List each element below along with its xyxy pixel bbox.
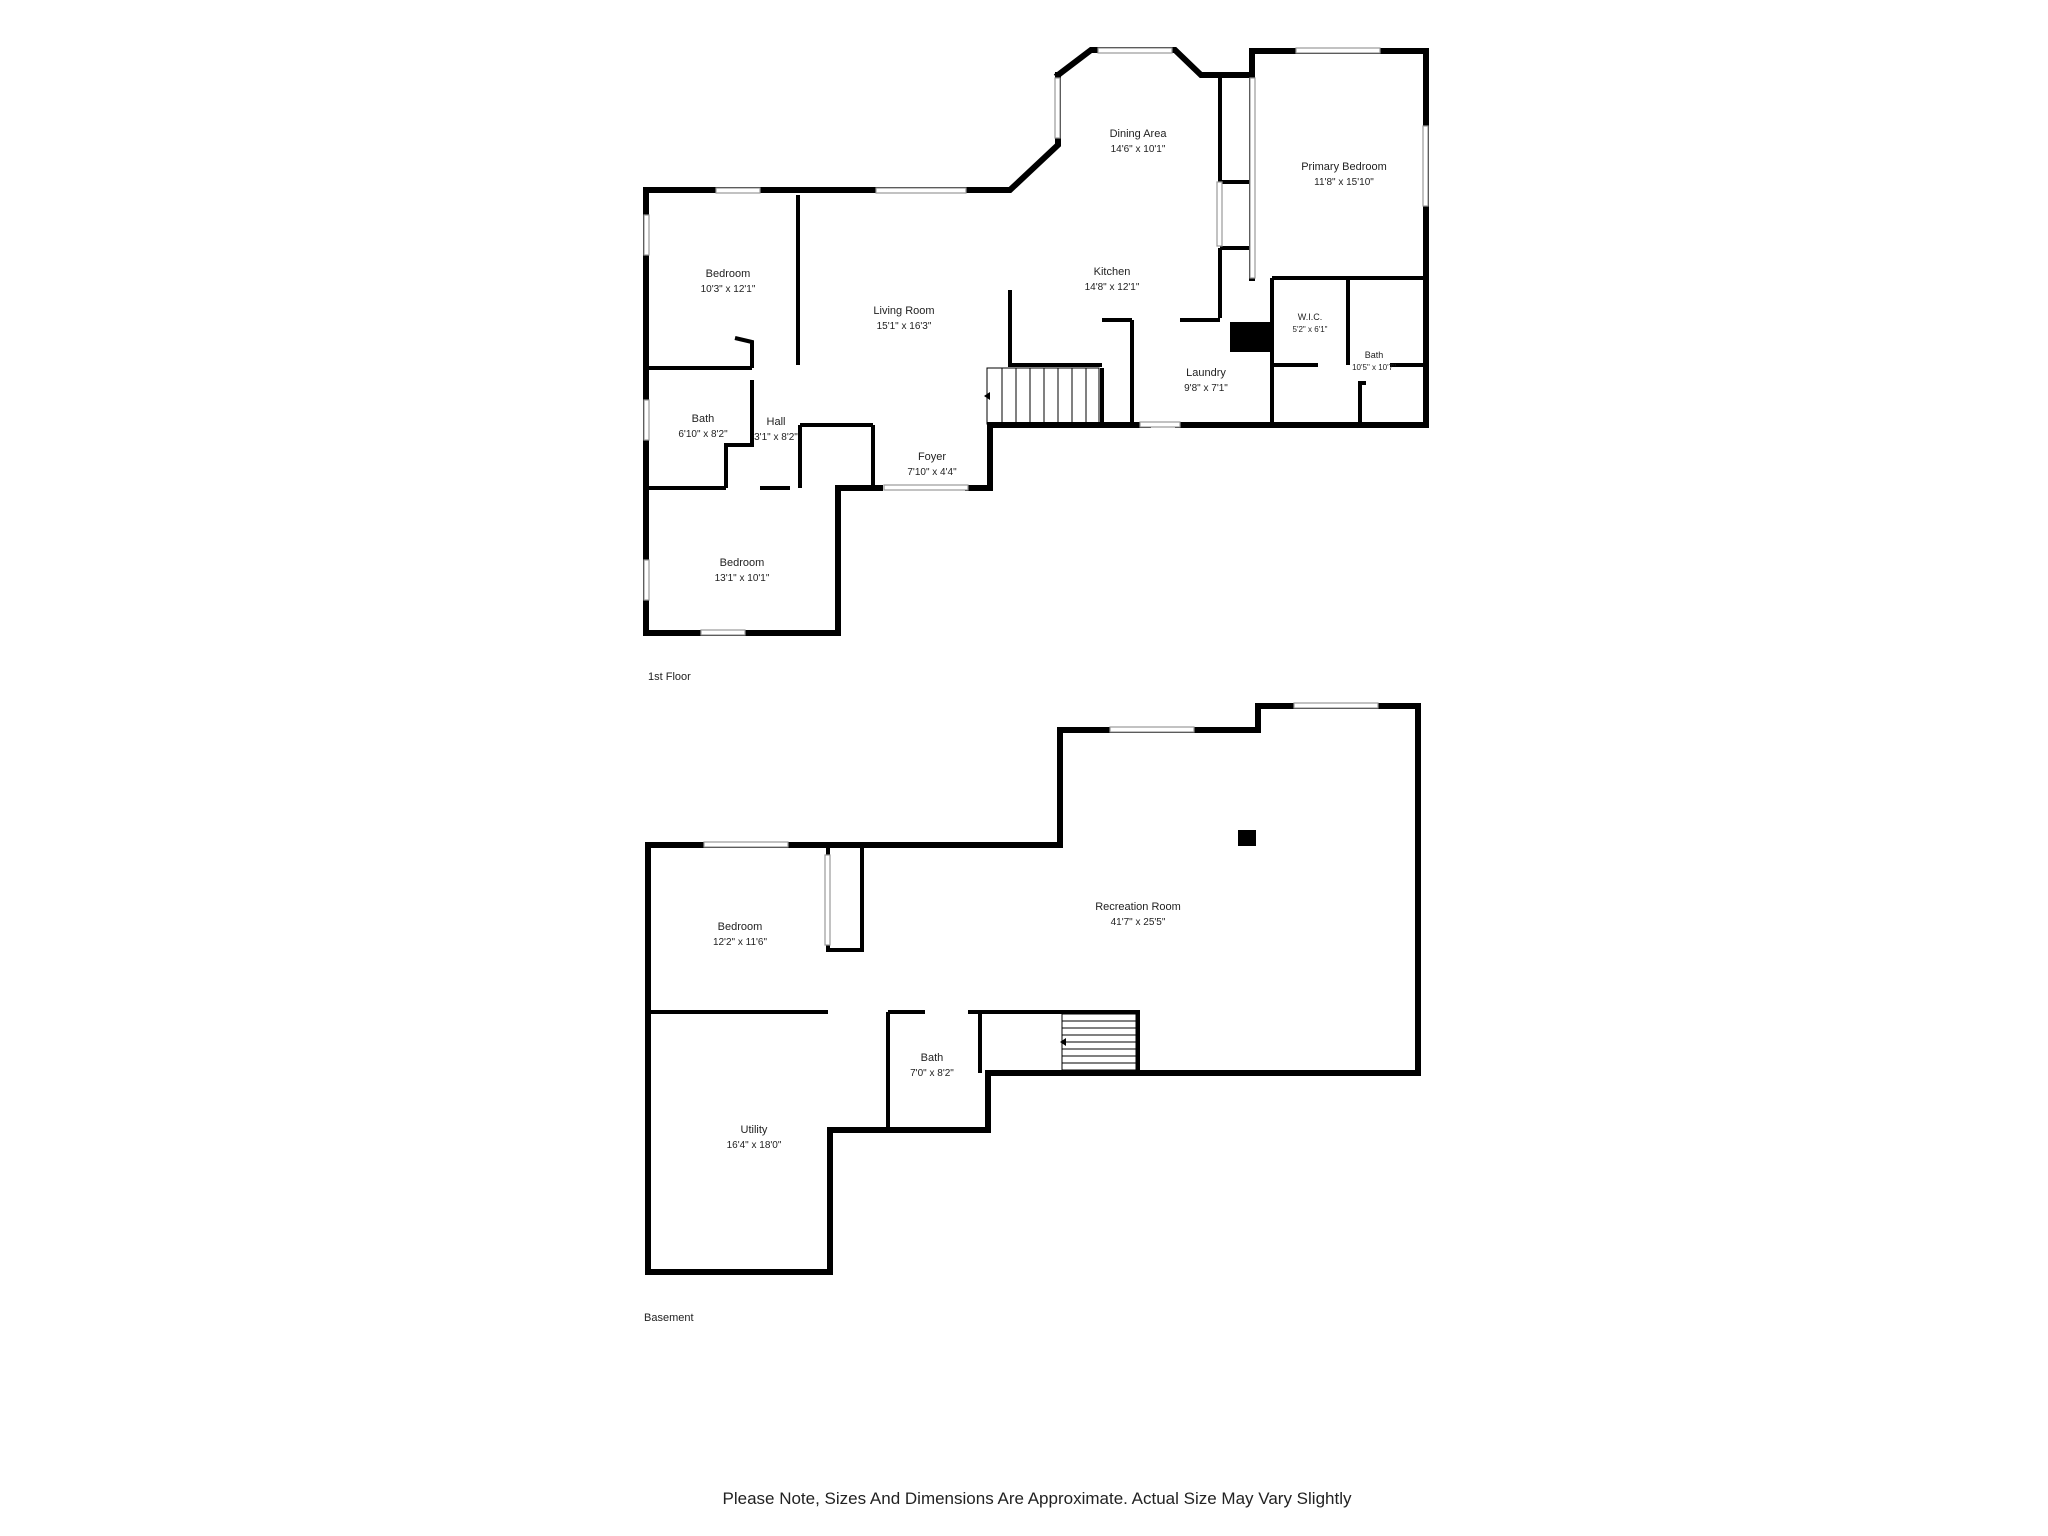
svg-text:Bath: Bath bbox=[1365, 350, 1384, 360]
svg-text:10'5" x 10'7": 10'5" x 10'7" bbox=[1352, 363, 1396, 372]
svg-text:Bath: Bath bbox=[921, 1052, 944, 1064]
svg-text:7'0" x 8'2": 7'0" x 8'2" bbox=[910, 1068, 954, 1079]
svg-text:3'1" x 8'2": 3'1" x 8'2" bbox=[754, 432, 798, 443]
room-wic: W.I.C. 5'2" x 6'1" bbox=[1293, 312, 1328, 334]
svg-text:Bath: Bath bbox=[692, 413, 715, 425]
svg-text:9'8" x 7'1": 9'8" x 7'1" bbox=[1184, 383, 1228, 394]
room-bedroom-1: Bedroom 10'3" x 12'1" bbox=[701, 268, 756, 295]
svg-text:W.I.C.: W.I.C. bbox=[1298, 312, 1323, 322]
room-bath-2: Bath 7'0" x 8'2" bbox=[910, 1052, 954, 1079]
svg-text:16'4" x 18'0": 16'4" x 18'0" bbox=[727, 1140, 782, 1151]
room-foyer: Foyer 7'10" x 4'4" bbox=[907, 451, 957, 478]
svg-text:Bedroom: Bedroom bbox=[706, 268, 751, 280]
basement-plan: Recreation Room 41'7" x 25'5" Bedroom 12… bbox=[644, 702, 1421, 1324]
room-bedroom-2: Bedroom 13'1" x 10'1" bbox=[715, 557, 770, 584]
chimney-block bbox=[1230, 322, 1270, 352]
svg-text:Foyer: Foyer bbox=[918, 451, 946, 463]
room-bedroom-3: Bedroom 12'2" x 11'6" bbox=[713, 921, 768, 948]
basement-post bbox=[1238, 830, 1256, 846]
room-bath-primary: Bath 10'5" x 10'7" bbox=[1352, 350, 1396, 372]
disclaimer-note: Please Note, Sizes And Dimensions Are Ap… bbox=[723, 1489, 1352, 1508]
basement-windows bbox=[703, 702, 1379, 946]
svg-text:Laundry: Laundry bbox=[1186, 367, 1226, 379]
svg-text:11'8" x 15'10": 11'8" x 15'10" bbox=[1314, 177, 1374, 188]
svg-text:Dining Area: Dining Area bbox=[1110, 128, 1168, 140]
svg-text:41'7" x 25'5": 41'7" x 25'5" bbox=[1111, 917, 1166, 928]
svg-text:Bedroom: Bedroom bbox=[720, 557, 765, 569]
svg-text:7'10" x 4'4": 7'10" x 4'4" bbox=[907, 467, 957, 478]
svg-text:14'6" x 10'1": 14'6" x 10'1" bbox=[1111, 144, 1166, 155]
room-utility: Utility 16'4" x 18'0" bbox=[727, 1124, 782, 1151]
first-floor-walls bbox=[643, 47, 1429, 636]
first-floor-plan: Bedroom 10'3" x 12'1" Living Room 15'1" … bbox=[643, 47, 1429, 683]
room-primary-bedroom: Primary Bedroom 11'8" x 15'10" bbox=[1301, 161, 1387, 188]
svg-text:13'1" x 10'1": 13'1" x 10'1" bbox=[715, 573, 770, 584]
svg-text:6'10" x 8'2": 6'10" x 8'2" bbox=[678, 429, 728, 440]
svg-text:Living Room: Living Room bbox=[873, 305, 934, 317]
svg-text:14'8" x 12'1": 14'8" x 12'1" bbox=[1085, 282, 1140, 293]
svg-text:Kitchen: Kitchen bbox=[1094, 266, 1131, 278]
svg-text:12'2" x 11'6": 12'2" x 11'6" bbox=[713, 937, 768, 948]
first-floor-windows bbox=[643, 47, 1429, 636]
svg-text:Primary Bedroom: Primary Bedroom bbox=[1301, 161, 1387, 173]
room-laundry: Laundry 9'8" x 7'1" bbox=[1184, 367, 1228, 394]
room-hall: Hall 3'1" x 8'2" bbox=[754, 416, 798, 443]
first-floor-stairs bbox=[984, 367, 1100, 425]
room-kitchen: Kitchen 14'8" x 12'1" bbox=[1085, 266, 1140, 293]
room-bath-1: Bath 6'10" x 8'2" bbox=[678, 413, 728, 440]
basement-label: Basement bbox=[644, 1312, 694, 1324]
svg-text:5'2" x 6'1": 5'2" x 6'1" bbox=[1293, 325, 1328, 334]
svg-text:Bedroom: Bedroom bbox=[718, 921, 763, 933]
svg-text:Utility: Utility bbox=[741, 1124, 768, 1136]
svg-text:10'3" x 12'1": 10'3" x 12'1" bbox=[701, 284, 756, 295]
svg-text:Hall: Hall bbox=[767, 416, 786, 428]
room-living-room: Living Room 15'1" x 16'3" bbox=[873, 305, 934, 332]
basement-stairs bbox=[1060, 1013, 1137, 1071]
room-dining-area: Dining Area 14'6" x 10'1" bbox=[1110, 128, 1168, 155]
svg-text:Recreation Room: Recreation Room bbox=[1095, 901, 1181, 913]
svg-text:15'1" x 16'3": 15'1" x 16'3" bbox=[877, 321, 932, 332]
first-floor-label: 1st Floor bbox=[648, 671, 691, 683]
basement-walls bbox=[645, 703, 1421, 1275]
room-recreation-room: Recreation Room 41'7" x 25'5" bbox=[1095, 901, 1181, 928]
